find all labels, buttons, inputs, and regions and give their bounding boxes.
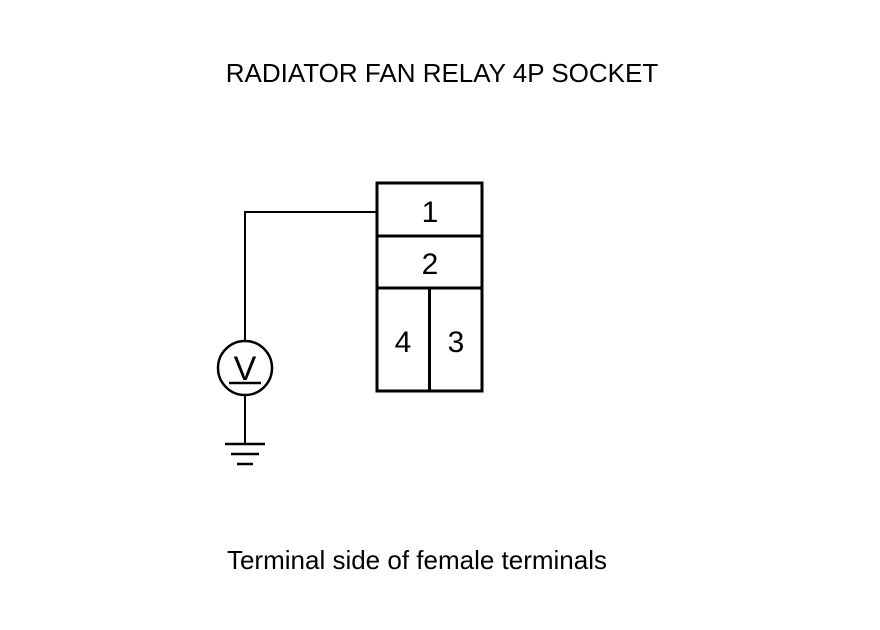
diagram-caption: Terminal side of female terminals xyxy=(227,545,607,575)
ground-icon xyxy=(225,442,265,466)
terminal-2-label: 2 xyxy=(422,248,439,281)
relay-socket-connector xyxy=(375,181,484,393)
voltmeter-symbol: V xyxy=(234,350,257,388)
terminal-3-label: 3 xyxy=(448,326,465,359)
test-lead-wire xyxy=(244,211,377,340)
voltmeter-icon: V xyxy=(216,339,274,397)
terminal-4-label: 4 xyxy=(395,326,412,359)
terminal-1-label: 1 xyxy=(422,196,439,229)
diagram-title: RADIATOR FAN RELAY 4P SOCKET xyxy=(226,58,659,88)
